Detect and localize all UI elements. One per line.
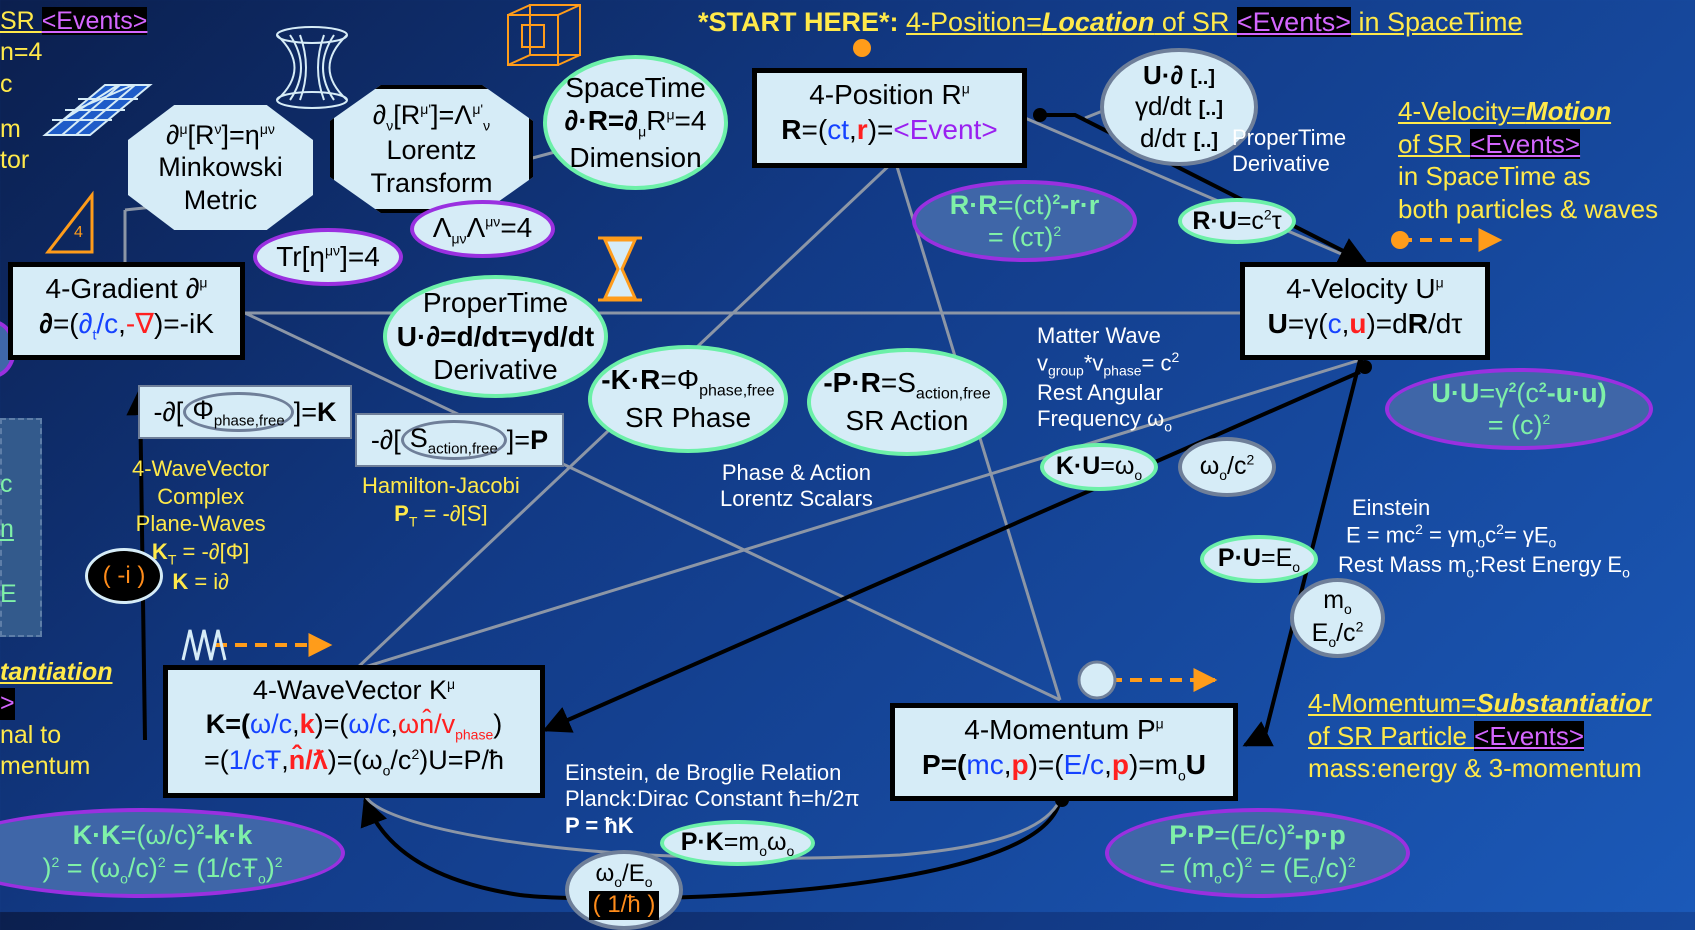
four-velocity-box[interactable]: 4-Velocity Uμ U=γ(c,u)=dR/dτ xyxy=(1240,262,1490,360)
four-wavevector-box[interactable]: 4-WaveVector Kμ K=(ω/c,k)=(ω/c,ωn̂/vphas… xyxy=(163,665,545,798)
line-position-velocity xyxy=(1024,116,1361,264)
four-position-box[interactable]: 4-Position Rμ R=(ct,r)=<Event> xyxy=(752,68,1027,168)
sr-action-ellipse[interactable]: -P·R=Saction,free SR Action xyxy=(807,348,1007,456)
arrow-velocity-wavevector xyxy=(542,370,1361,733)
grid-plane-icon xyxy=(42,84,153,136)
left-top-text: SR <Events> n=4 c m tor xyxy=(0,7,148,174)
matter-wave-label: Matter Wave vgroup*vphase= c2 Rest Angul… xyxy=(1037,323,1180,435)
rr-invariant-ellipse[interactable]: R·R=(ct)2-r·r = (cτ)2 xyxy=(912,180,1137,262)
pk-ellipse[interactable]: P·K=moωo xyxy=(660,820,815,866)
triangle-icon xyxy=(44,190,94,254)
lambda-trace-ellipse[interactable]: ΛμνΛμν=4 xyxy=(410,200,555,258)
mo-eo-ellipse[interactable]: mo Eo/c2 xyxy=(1290,578,1385,658)
lorentz-transform-octagon[interactable]: ∂ν[Rμ']=Λμ'ν Lorentz Transform xyxy=(330,85,533,213)
phase-action-label: Phase & Action Lorentz Scalars xyxy=(720,460,873,512)
momentum-description: 4-Momentum=Substantiatior of SR Particle… xyxy=(1308,688,1652,783)
start-here-header: *START HERE*: 4-Position=Location of SR … xyxy=(698,7,1523,37)
de-broglie-label: Einstein, de Broglie Relation Planck:Dir… xyxy=(565,760,860,838)
wave-icon xyxy=(181,629,227,661)
u-del-ellipse[interactable]: U·∂ [..] γd/dt [..] d/dτ [..] xyxy=(1100,48,1258,166)
eta-trace-ellipse[interactable]: Tr[ημν]=4 xyxy=(253,228,403,286)
sr-phase-ellipse[interactable]: -K·R=Φphase,free SR Phase xyxy=(588,345,788,453)
grad-action-box[interactable]: -∂[Saction,free ]=P xyxy=(355,413,564,467)
einstein-label: Einstein E = mc2 = γmoc2= γEo Rest Mass … xyxy=(1338,495,1630,581)
minus-i-tag[interactable]: ( -i ) xyxy=(85,548,163,604)
left-bottom-text: tantiation > nal to mentum xyxy=(0,658,113,780)
left-mid-text: c n E xyxy=(0,470,17,608)
hyperboloid-icon xyxy=(276,26,348,109)
wavevector-description: 4-WaveVector Complex Plane-Waves KT = -∂… xyxy=(132,456,270,595)
minkowski-metric-octagon[interactable]: ∂μ[Rν]=ημν Minkowski Metric xyxy=(128,105,313,230)
kk-invariant-ellipse[interactable]: K·K=(ω/c)2-k·k )2 = (ωo/c)2 = (1/cŦo)2 xyxy=(0,808,345,898)
velocity-description: 4-Velocity=Motion of SR <Events> in Spac… xyxy=(1398,96,1659,224)
pu-ellipse[interactable]: P·U=Eo xyxy=(1200,535,1318,583)
wo-eo-ellipse[interactable]: ωo/Eo ( 1/ħ ) xyxy=(565,850,683,930)
hourglass-icon xyxy=(598,236,642,302)
pp-invariant-ellipse[interactable]: P·P=(E/c)2-p·p = (moc)2 = (Eo/c)2 xyxy=(1105,808,1410,898)
line-wavevector-velocity xyxy=(354,358,1361,672)
four-momentum-box[interactable]: 4-Momentum Pμ P=(mc,p)=(E/c,p)=moU xyxy=(890,703,1238,801)
four-gradient-box[interactable]: 4-Gradient ∂μ ∂=(∂t/c,-∇)=-iK xyxy=(8,262,245,360)
line-gradient-momentum xyxy=(244,311,1061,702)
uu-invariant-ellipse[interactable]: U·U=γ2(c2-u·u) = (c)2 xyxy=(1385,368,1653,450)
ru-ellipse[interactable]: R·U=c2τ xyxy=(1178,198,1296,244)
propertime-derivative-ellipse[interactable]: ProperTime U·∂=d/dτ=γd/dt Derivative xyxy=(383,275,608,398)
hamilton-jacobi-label: Hamilton-Jacobi PT = -∂[S] xyxy=(362,473,520,529)
propertime-derivative-label: ProperTime Derivative xyxy=(1232,125,1347,177)
left-panel xyxy=(0,418,42,637)
spacetime-dimension-ellipse[interactable]: SpaceTime ∂·R=∂μRμ=4 Dimension xyxy=(543,55,728,190)
tesseract-icon xyxy=(507,4,581,66)
wo-c2-ellipse[interactable]: ωo/c2 xyxy=(1178,437,1276,497)
ku-ellipse[interactable]: K·U=ωo xyxy=(1040,443,1158,491)
grad-phase-box[interactable]: -∂[Φphase,free ]=K xyxy=(138,385,352,439)
triangle-label: 4 xyxy=(74,224,83,241)
